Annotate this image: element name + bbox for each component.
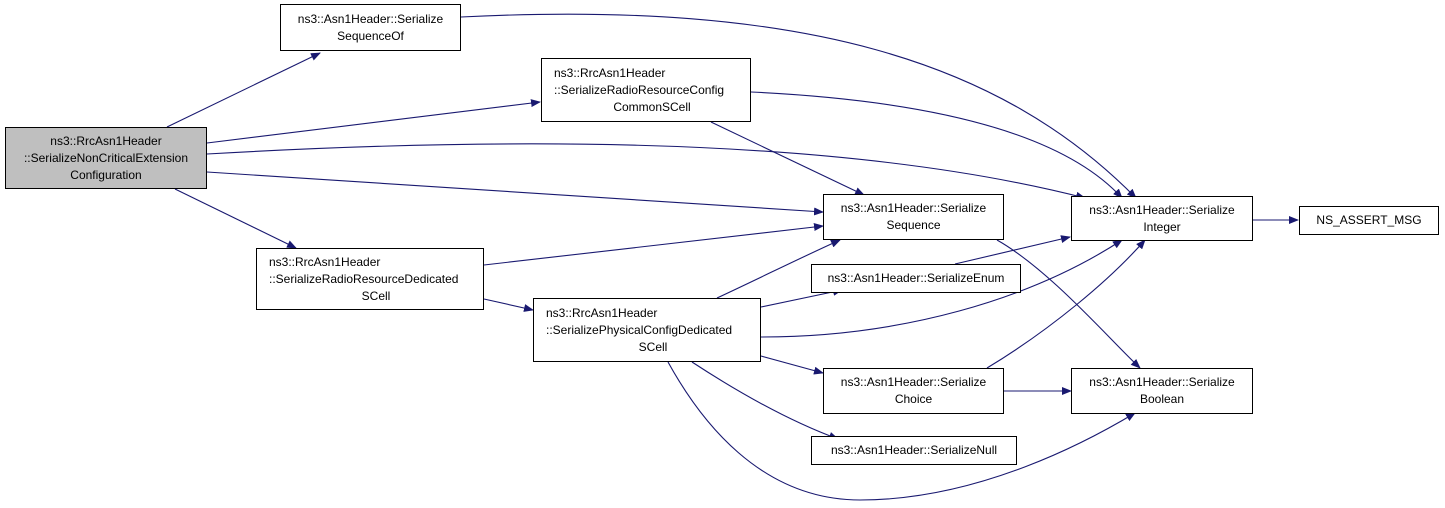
node-serialize-choice[interactable]: ns3::Asn1Header::Serialize Choice (823, 368, 1004, 414)
edge-enum-integer (954, 235, 1071, 265)
edge-choice-integer (986, 239, 1146, 369)
node-label-line: ns3::Asn1Header::Serialize (1089, 375, 1235, 389)
node-label-line: Integer (1143, 219, 1181, 234)
node-label-line: CommonSCell (613, 99, 691, 114)
node-ns-assert-msg[interactable]: NS_ASSERT_MSG (1299, 206, 1439, 235)
edge-physical-null (691, 361, 839, 440)
node-label-line: Choice (894, 392, 933, 406)
edge-root-seqof (166, 52, 321, 128)
node-serialize-sequence-of[interactable]: ns3::Asn1Header::Serialize SequenceOf (280, 4, 461, 51)
node-label-line: ns3::Asn1Header::Serialize (840, 201, 987, 215)
node-label-line: ns3::Asn1Header::Serialize (840, 375, 987, 389)
node-label-line: SCell (638, 339, 668, 354)
node-label-line: SCell (361, 288, 391, 303)
node-label-line: ns3::RrcAsn1Header (554, 65, 666, 80)
node-label-line: Sequence (886, 218, 941, 232)
node-serialize-non-critical-extension-configuration: ns3::RrcAsn1Header ::SerializeNonCritica… (5, 127, 207, 189)
edge-radiodedicated-physical (483, 298, 534, 312)
node-label-line: ::SerializeNonCriticalExtension (23, 150, 189, 165)
node-serialize-null[interactable]: ns3::Asn1Header::SerializeNull (811, 436, 1017, 465)
node-label-line: ns3::RrcAsn1Header (50, 133, 162, 148)
edge-radiocommon-sequence (710, 121, 865, 196)
edge-sequence-boolean (996, 239, 1141, 369)
node-label-line: NS_ASSERT_MSG (1316, 213, 1422, 227)
node-serialize-sequence[interactable]: ns3::Asn1Header::Serialize Sequence (823, 194, 1004, 240)
node-label-line: ::SerializeRadioResourceDedicated (269, 271, 459, 286)
edge-radiodedicated-sequence (483, 223, 824, 266)
node-label-line: SequenceOf (337, 28, 404, 43)
edge-physical-boolean (667, 361, 1136, 501)
node-serialize-radio-resource-dedicated-scell[interactable]: ns3::RrcAsn1Header ::SerializeRadioResou… (256, 248, 484, 310)
node-label-line: Boolean (1139, 392, 1185, 406)
edge-physical-integer (760, 239, 1123, 338)
node-serialize-enum[interactable]: ns3::Asn1Header::SerializeEnum (811, 264, 1021, 293)
node-label-line: ns3::Asn1Header::SerializeEnum (827, 271, 1005, 285)
edge-root-integer (206, 143, 1086, 200)
node-label-line: Configuration (70, 167, 142, 182)
edge-seqof-integer (460, 13, 1137, 199)
edge-physical-choice (760, 355, 824, 375)
edge-root-radiocommon (206, 99, 541, 144)
node-serialize-radio-resource-config-common-scell[interactable]: ns3::RrcAsn1Header ::SerializeRadioResou… (541, 58, 751, 122)
edge-root-radiodedicated (174, 188, 297, 249)
node-serialize-boolean[interactable]: ns3::Asn1Header::Serialize Boolean (1071, 368, 1253, 414)
node-label-line: ::SerializeRadioResourceConfig (554, 82, 725, 97)
node-label-line: ns3::RrcAsn1Header (269, 254, 381, 269)
node-serialize-integer[interactable]: ns3::Asn1Header::Serialize Integer (1071, 196, 1253, 241)
node-label-line: ns3::Asn1Header::Serialize (1089, 202, 1235, 217)
edge-root-sequence (206, 171, 824, 216)
node-label-line: ns3::Asn1Header::Serialize (297, 11, 444, 26)
edge-radiocommon-integer (750, 91, 1123, 199)
node-label-line: ::SerializePhysicalConfigDedicated (546, 322, 733, 337)
node-serialize-physical-config-dedicated-scell[interactable]: ns3::RrcAsn1Header ::SerializePhysicalCo… (533, 298, 761, 362)
node-label-line: ns3::RrcAsn1Header (546, 305, 658, 320)
node-label-line: ns3::Asn1Header::SerializeNull (830, 443, 998, 457)
edge-physical-sequence (716, 239, 841, 299)
